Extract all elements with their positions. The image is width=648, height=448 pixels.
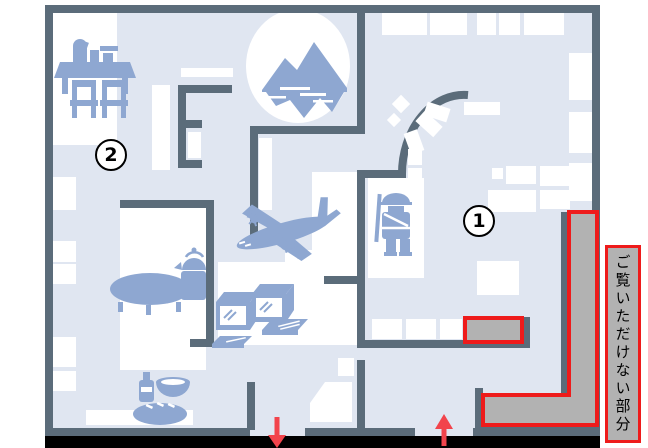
room-1-marker: 1 <box>463 205 495 237</box>
restricted-areas <box>463 210 599 427</box>
exit-arrow-down-icon <box>268 417 286 448</box>
entrance-bar <box>45 436 600 448</box>
soldier-mannequin-icon <box>374 193 412 256</box>
restricted-case <box>463 316 524 344</box>
low-table-kettle-icon <box>110 247 206 315</box>
milk-bottle-icon <box>139 372 154 402</box>
restricted-area-label: ご覧いただけない部分 <box>605 245 641 443</box>
display-cases <box>372 13 592 339</box>
room-2-marker: 2 <box>95 139 127 171</box>
entrance-arrow-up-icon <box>435 414 453 446</box>
mountain-lake-diorama-icon <box>255 42 347 118</box>
restricted-l-area <box>481 210 599 427</box>
computers-icon <box>212 284 308 348</box>
bowl-icon <box>156 377 190 397</box>
dining-table-icon <box>54 39 136 118</box>
bread-icon <box>133 401 187 425</box>
airplane-icon <box>236 197 341 262</box>
